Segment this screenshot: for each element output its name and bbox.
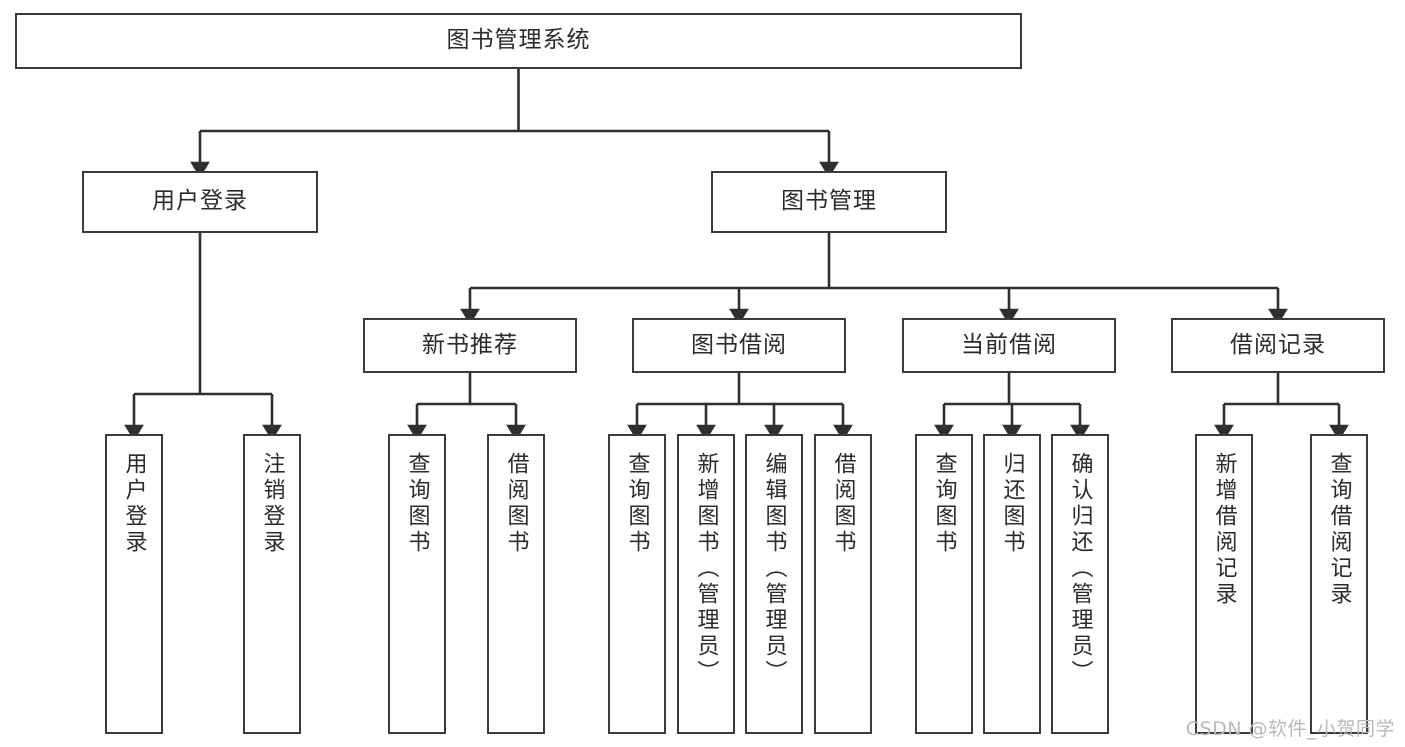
- node-leaf-return-book[interactable]: 归还图书: [983, 434, 1041, 734]
- node-leaf-borrow-book-1[interactable]: 借阅图书: [487, 434, 545, 734]
- node-current-borrow-label: 当前借阅: [961, 331, 1057, 358]
- node-user-login[interactable]: 用户登录: [82, 171, 318, 233]
- node-leaf-query-book-1[interactable]: 查询图书: [388, 434, 446, 734]
- node-leaf-edit-book[interactable]: 编辑图书（管理员）: [745, 434, 803, 734]
- node-book-borrow-label: 图书借阅: [691, 331, 787, 358]
- node-leaf-confirm-return[interactable]: 确认归还（管理员）: [1051, 434, 1109, 734]
- node-leaf-query-record[interactable]: 查询借阅记录: [1310, 434, 1368, 734]
- node-leaf-user-login[interactable]: 用户登录: [105, 434, 163, 734]
- node-leaf-add-record[interactable]: 新增借阅记录: [1195, 434, 1253, 734]
- node-book-borrow[interactable]: 图书借阅: [632, 318, 846, 373]
- node-leaf-edit-book-label: 编辑图书（管理员）: [761, 452, 787, 686]
- node-leaf-add-book-label: 新增图书（管理员）: [693, 452, 719, 686]
- csdn-watermark: CSDN @软件_小贺同学: [1185, 718, 1395, 740]
- node-new-book-recommend[interactable]: 新书推荐: [363, 318, 577, 373]
- node-borrow-record[interactable]: 借阅记录: [1171, 318, 1385, 373]
- node-root[interactable]: 图书管理系统: [15, 13, 1022, 69]
- node-leaf-query-book-2-label: 查询图书: [624, 452, 650, 556]
- node-leaf-query-book-1-label: 查询图书: [404, 452, 430, 556]
- node-leaf-query-book-2[interactable]: 查询图书: [608, 434, 666, 734]
- node-leaf-confirm-return-label: 确认归还（管理员）: [1067, 452, 1093, 686]
- node-borrow-record-label: 借阅记录: [1230, 331, 1326, 358]
- node-book-manage[interactable]: 图书管理: [711, 171, 947, 233]
- node-new-book-recommend-label: 新书推荐: [422, 331, 518, 358]
- node-leaf-query-record-label: 查询借阅记录: [1326, 452, 1352, 608]
- node-root-label: 图书管理系统: [446, 27, 591, 54]
- node-leaf-query-book-3[interactable]: 查询图书: [915, 434, 973, 734]
- node-user-login-label: 用户登录: [152, 188, 248, 215]
- node-current-borrow[interactable]: 当前借阅: [902, 318, 1116, 373]
- node-leaf-return-book-label: 归还图书: [999, 452, 1025, 556]
- node-leaf-query-book-3-label: 查询图书: [931, 452, 957, 556]
- node-leaf-add-record-label: 新增借阅记录: [1211, 452, 1237, 608]
- node-book-manage-label: 图书管理: [781, 188, 877, 215]
- node-leaf-add-book[interactable]: 新增图书（管理员）: [677, 434, 735, 734]
- node-leaf-logout[interactable]: 注销登录: [243, 434, 301, 734]
- node-leaf-user-login-label: 用户登录: [121, 452, 147, 556]
- node-leaf-borrow-book-2[interactable]: 借阅图书: [814, 434, 872, 734]
- node-leaf-borrow-book-1-label: 借阅图书: [503, 452, 529, 556]
- node-leaf-logout-label: 注销登录: [259, 452, 285, 556]
- node-leaf-borrow-book-2-label: 借阅图书: [830, 452, 856, 556]
